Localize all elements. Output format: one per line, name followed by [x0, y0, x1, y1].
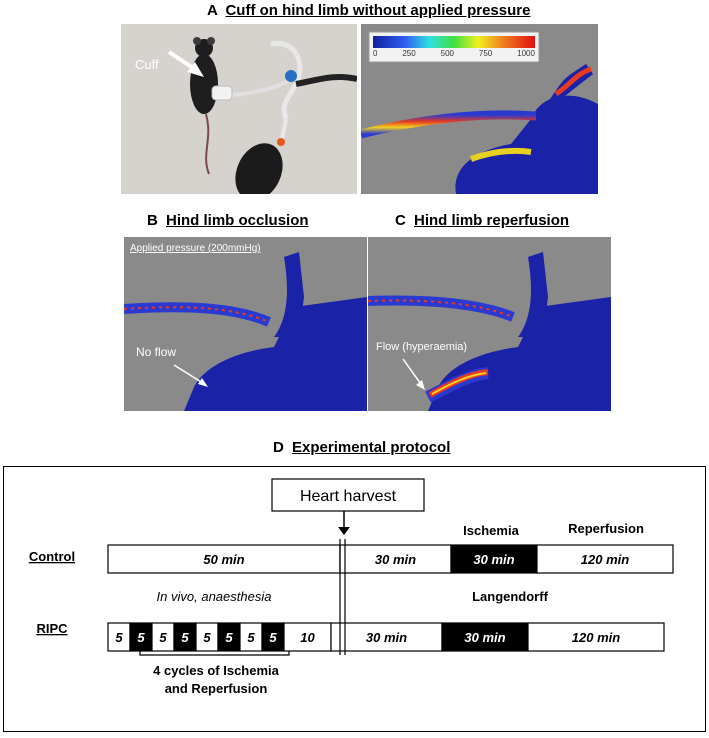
- timeline-segment: [283, 622, 332, 652]
- colorbar-tick: 1000: [517, 49, 535, 58]
- panel-d-letter: D: [273, 439, 284, 456]
- timeline-segment: [450, 544, 538, 574]
- timeline-segment-label: 30 min: [473, 552, 514, 567]
- cycles-note-line2: and Reperfusion: [165, 681, 268, 696]
- cuff-photo: Cuff: [121, 24, 357, 194]
- control-timeline: 50 min 30 min 30 min 120 min: [107, 544, 674, 574]
- timeline-segment: [330, 622, 443, 652]
- harvest-arrow-head: [338, 527, 350, 535]
- timeline-segment-label: 5: [247, 630, 255, 645]
- timeline-segment-label: 5: [225, 630, 233, 645]
- panel-d-title-text: Experimental protocol: [292, 439, 451, 456]
- panel-c-letter: C: [395, 212, 406, 229]
- panel-b-flow-image: Applied pressure (200mmHg) No flow: [124, 237, 367, 411]
- timeline-segment-label: 5: [181, 630, 189, 645]
- panel-a-letter: A: [207, 2, 218, 19]
- protocol-diagram: Heart harvest Ischemia Reperfusion Contr…: [29, 478, 674, 696]
- timeline-segment-label: 10: [300, 630, 315, 645]
- no-flow-label: No flow: [136, 345, 177, 359]
- ripc-row-label: RIPC: [36, 621, 68, 636]
- control-row-label: Control: [29, 549, 75, 564]
- timeline-segment-label: 120 min: [581, 552, 629, 567]
- cycles-note-line1: 4 cycles of Ischemia: [153, 663, 280, 678]
- panel-a-title-text: Cuff on hind limb without applied pressu…: [225, 2, 531, 19]
- reperfusion-header: Reperfusion: [568, 521, 644, 536]
- timeline-segment-label: 30 min: [366, 630, 407, 645]
- panel-a-title: A Cuff on hind limb without applied pres…: [207, 2, 530, 19]
- timeline-segment-label: 5: [115, 630, 123, 645]
- timeline-segment: [441, 622, 529, 652]
- panel-c-flow-image: Flow (hyperaemia): [368, 237, 611, 411]
- panel-b-title: B Hind limb occlusion: [147, 212, 309, 229]
- heart-harvest-label: Heart harvest: [300, 488, 397, 505]
- cycles-bracket: [139, 651, 290, 656]
- colorbar-tick: 500: [440, 49, 454, 58]
- protocol-box: Heart harvest Ischemia Reperfusion Contr…: [3, 466, 706, 732]
- cuff-label: Cuff: [135, 57, 159, 72]
- ischemia-header: Ischemia: [463, 523, 519, 538]
- panel-c-title-text: Hind limb reperfusion: [414, 212, 570, 229]
- colorbar-tick: 0: [373, 49, 378, 58]
- timeline-segment-label: 5: [137, 630, 145, 645]
- panel-a-flow-image: 0 250 500 750 1000: [361, 24, 598, 194]
- heart-harvest-box: [271, 478, 425, 512]
- timeline-segment-label: 5: [159, 630, 167, 645]
- timeline-segment-label: 120 min: [572, 630, 620, 645]
- colorbar-tick: 250: [402, 49, 416, 58]
- colorbar-ticks: 0 250 500 750 1000: [373, 49, 535, 58]
- panel-b-letter: B: [147, 212, 158, 229]
- panel-d-title: D Experimental protocol: [273, 439, 450, 456]
- timeline-segment-label: 50 min: [203, 552, 244, 567]
- langendorff-label: Langendorff: [472, 589, 548, 604]
- in-vivo-label: In vivo, anaesthesia: [157, 589, 272, 604]
- flow-hyperaemia-label: Flow (hyperaemia): [376, 341, 468, 353]
- timeline-segment: [536, 544, 674, 574]
- timeline-segment-label: 30 min: [375, 552, 416, 567]
- panel-b-title-text: Hind limb occlusion: [166, 212, 309, 229]
- colorbar-tick: 750: [478, 49, 493, 58]
- applied-pressure-label: Applied pressure (200mmHg): [130, 243, 261, 254]
- panel-c-title: C Hind limb reperfusion: [395, 212, 569, 229]
- timeline-segment-label: 30 min: [464, 630, 505, 645]
- timeline-segment-label: 5: [269, 630, 277, 645]
- timeline-segment-label: 5: [203, 630, 211, 645]
- timeline-segment: [527, 622, 665, 652]
